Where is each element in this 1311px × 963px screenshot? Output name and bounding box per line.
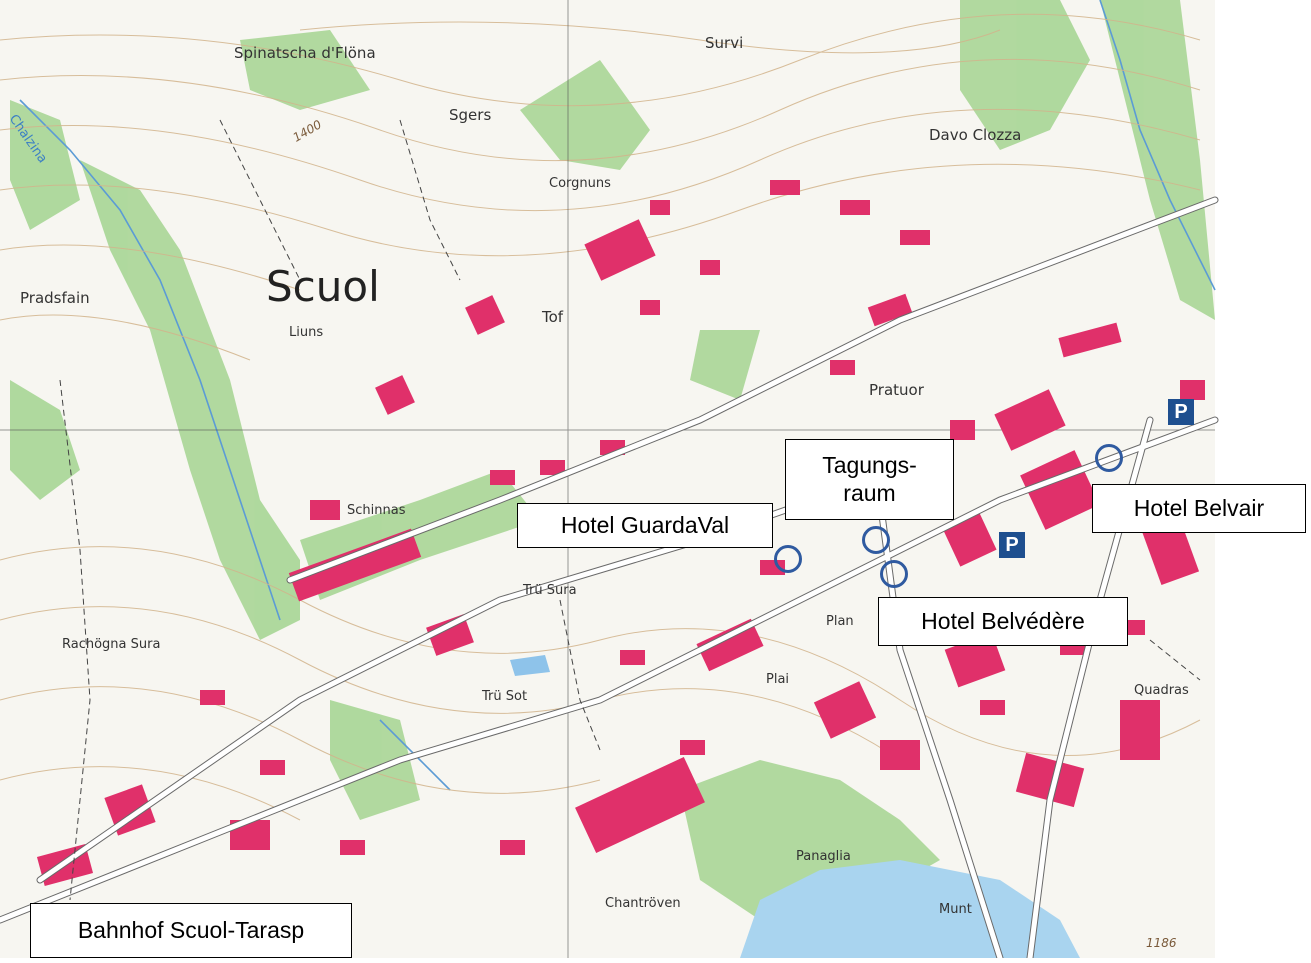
place-label-sgers: Sgers bbox=[449, 106, 492, 124]
marker-hotel-belvair[interactable] bbox=[1095, 444, 1123, 472]
place-label-tru-sot: Trü Sot bbox=[482, 689, 528, 704]
marker-tagungsraum[interactable] bbox=[862, 526, 890, 554]
spot-height-1186: 1186 bbox=[1146, 936, 1177, 950]
town-label: Scuol bbox=[266, 262, 380, 311]
place-label-plan: Plan bbox=[826, 614, 854, 629]
place-label-chantroven: Chantröven bbox=[605, 896, 681, 911]
place-label-liuns: Liuns bbox=[289, 325, 324, 340]
marker-hotel-belvedere[interactable] bbox=[880, 560, 908, 588]
place-label-survi: Survi bbox=[705, 34, 744, 52]
rivers bbox=[19, 0, 1216, 791]
place-label-pradsfain: Pradsfain bbox=[20, 289, 90, 307]
place-label-tru-sura: Trü Sura bbox=[523, 583, 577, 598]
place-label-rachogna-sura: Rachögna Sura bbox=[62, 637, 161, 652]
place-label-panaglia: Panaglia bbox=[796, 849, 851, 864]
place-label-plai: Plai bbox=[766, 672, 790, 687]
callout-tagungsraum[interactable]: Tagungs-raum bbox=[785, 439, 954, 520]
marker-hotel-guardaval[interactable] bbox=[774, 545, 802, 573]
place-label-munt: Munt bbox=[939, 902, 972, 917]
callout-hotel-belvedere[interactable]: Hotel Belvédère bbox=[878, 597, 1128, 646]
parking-sign-east[interactable]: P bbox=[1168, 399, 1194, 425]
place-label-corgnuns: Corgnuns bbox=[549, 176, 611, 191]
callout-hotel-guardaval[interactable]: Hotel GuardaVal bbox=[517, 503, 773, 548]
callout-hotel-belvair[interactable]: Hotel Belvair bbox=[1092, 484, 1306, 533]
contours bbox=[0, 13, 1201, 821]
place-label-quadras: Quadras bbox=[1134, 683, 1189, 698]
callout-bahnhof[interactable]: Bahnhof Scuol-Tarasp bbox=[30, 903, 352, 958]
footpaths bbox=[59, 119, 1201, 901]
parking-sign-center[interactable]: P bbox=[999, 532, 1025, 558]
place-label-spinatscha: Spinatscha d'Flöna bbox=[234, 44, 376, 62]
place-label-pratuor: Pratuor bbox=[869, 381, 924, 399]
place-label-davo-clozza: Davo Clozza bbox=[929, 126, 1022, 144]
place-label-tof: Tof bbox=[542, 308, 564, 326]
place-label-schinnas: Schinnas bbox=[347, 503, 406, 518]
